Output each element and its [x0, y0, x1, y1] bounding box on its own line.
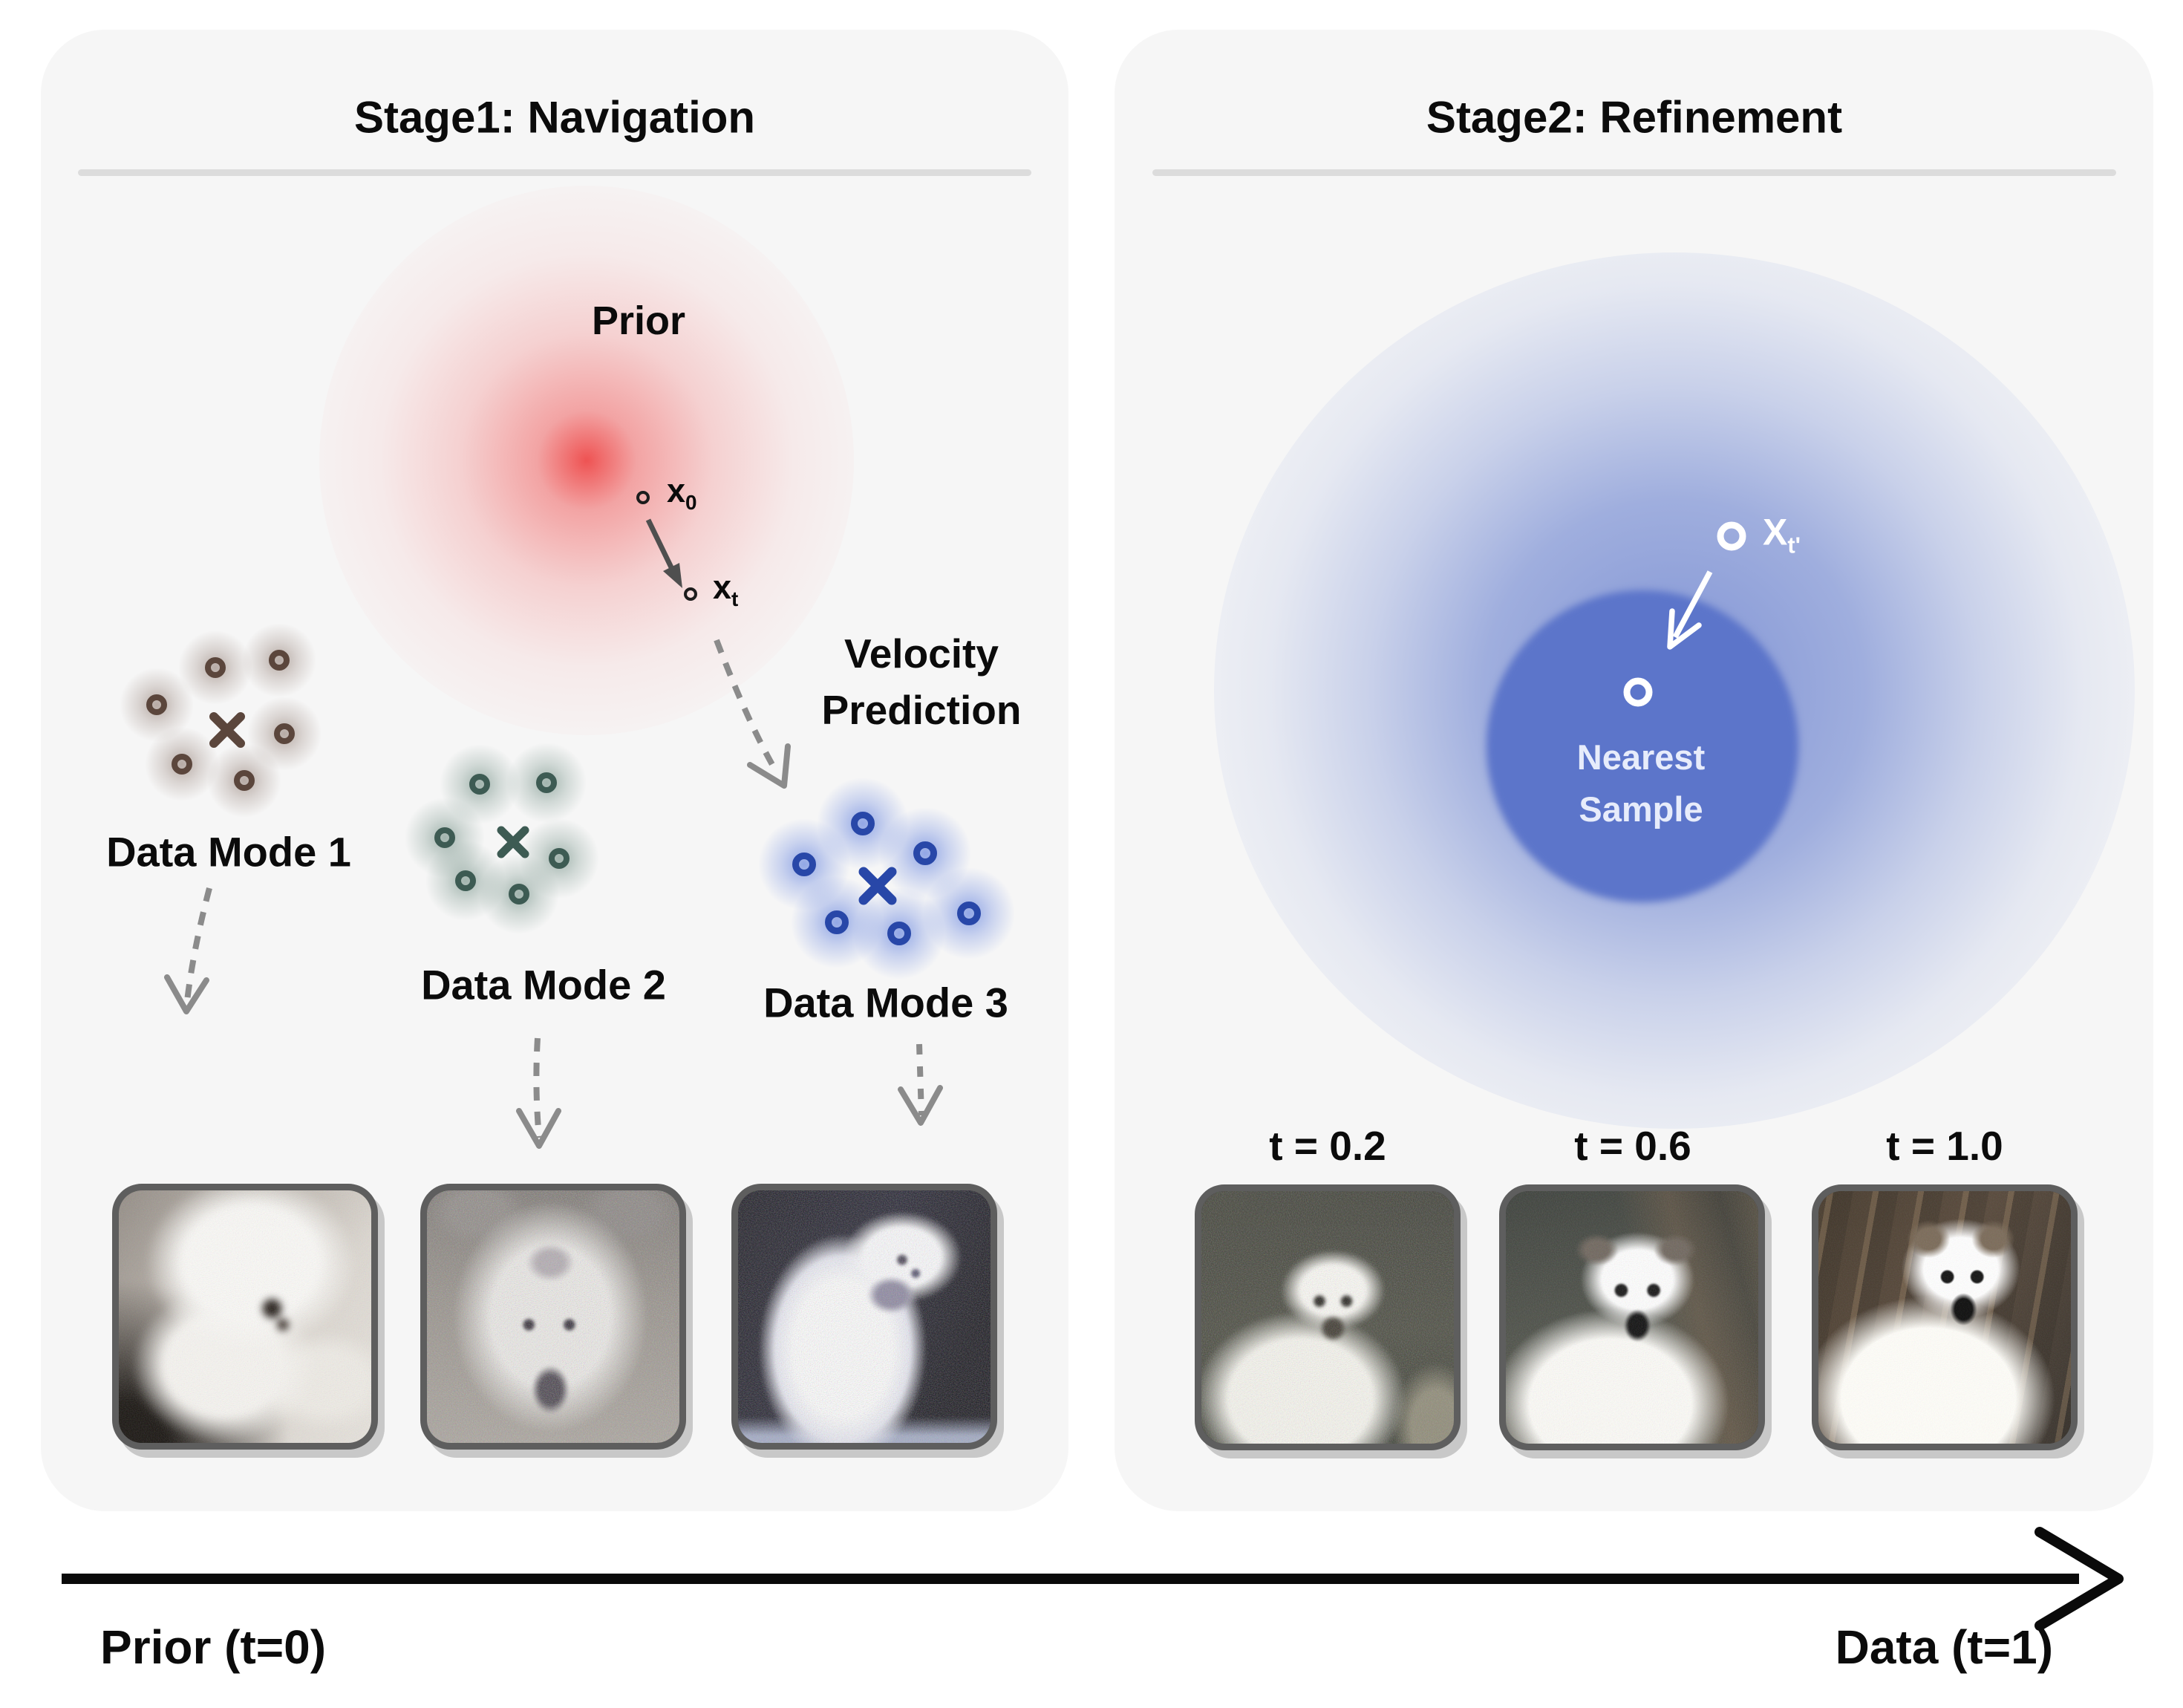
x0-sub: 0 — [685, 491, 697, 514]
time-label-1: t = 0.6 — [1574, 1123, 1691, 1169]
velocity-line2: Prediction — [821, 687, 1022, 733]
image-noise-overlay — [119, 1190, 371, 1443]
refined-image-t10 — [1812, 1184, 2078, 1450]
mode1-sample-image — [112, 1184, 378, 1450]
stage1-title-divider — [78, 169, 1031, 176]
x0-base: x — [667, 472, 686, 509]
xt-base: x — [713, 568, 732, 606]
stage1-title: Stage1: Navigation — [353, 92, 756, 143]
image-noise-overlay — [738, 1190, 991, 1443]
data-mode-3-label: Data Mode 3 — [763, 979, 1008, 1026]
time-axis-arrow — [62, 1527, 2124, 1631]
xt-prime-sub: t' — [1787, 532, 1801, 558]
axis-prior-label: Prior (t=0) — [100, 1620, 327, 1674]
time-label-0: t = 0.2 — [1269, 1123, 1386, 1169]
image-noise-overlay — [427, 1190, 679, 1443]
refined-image-t06 — [1499, 1184, 1765, 1450]
xt-prime-label: Xt' — [1763, 511, 1801, 559]
nearest-line1: Nearest — [1576, 737, 1706, 777]
time-label-2: t = 1.0 — [1886, 1123, 2003, 1169]
x0-label: x0 — [667, 472, 697, 515]
mode2-sample-image — [420, 1184, 686, 1450]
xt-label: xt — [713, 568, 738, 611]
stage2-title: Stage2: Refinement — [1426, 92, 1843, 143]
velocity-prediction-label: Velocity Prediction — [822, 625, 1022, 738]
axis-data-label: Data (t=1) — [1835, 1620, 2053, 1674]
velocity-line1: Velocity — [844, 630, 999, 677]
image-noise-overlay — [1506, 1191, 1758, 1444]
refined-image-t02 — [1195, 1184, 1461, 1450]
mode3-sample-image — [731, 1184, 997, 1450]
xt-prime-base: X — [1763, 511, 1788, 553]
xt-sub: t — [731, 587, 739, 610]
prior-gaussian-blob — [319, 186, 854, 735]
image-noise-overlay — [1201, 1191, 1454, 1444]
data-mode-1-label: Data Mode 1 — [106, 828, 351, 876]
stage2-title-divider — [1152, 169, 2116, 176]
prior-label: Prior — [591, 299, 686, 343]
data-mode-2-label: Data Mode 2 — [421, 961, 666, 1008]
nearest-sample-label: Nearest Sample — [1577, 731, 1705, 835]
refinement-gaussian-core — [1487, 590, 1798, 902]
nearest-line2: Sample — [1579, 789, 1703, 829]
image-noise-overlay — [1818, 1191, 2071, 1444]
